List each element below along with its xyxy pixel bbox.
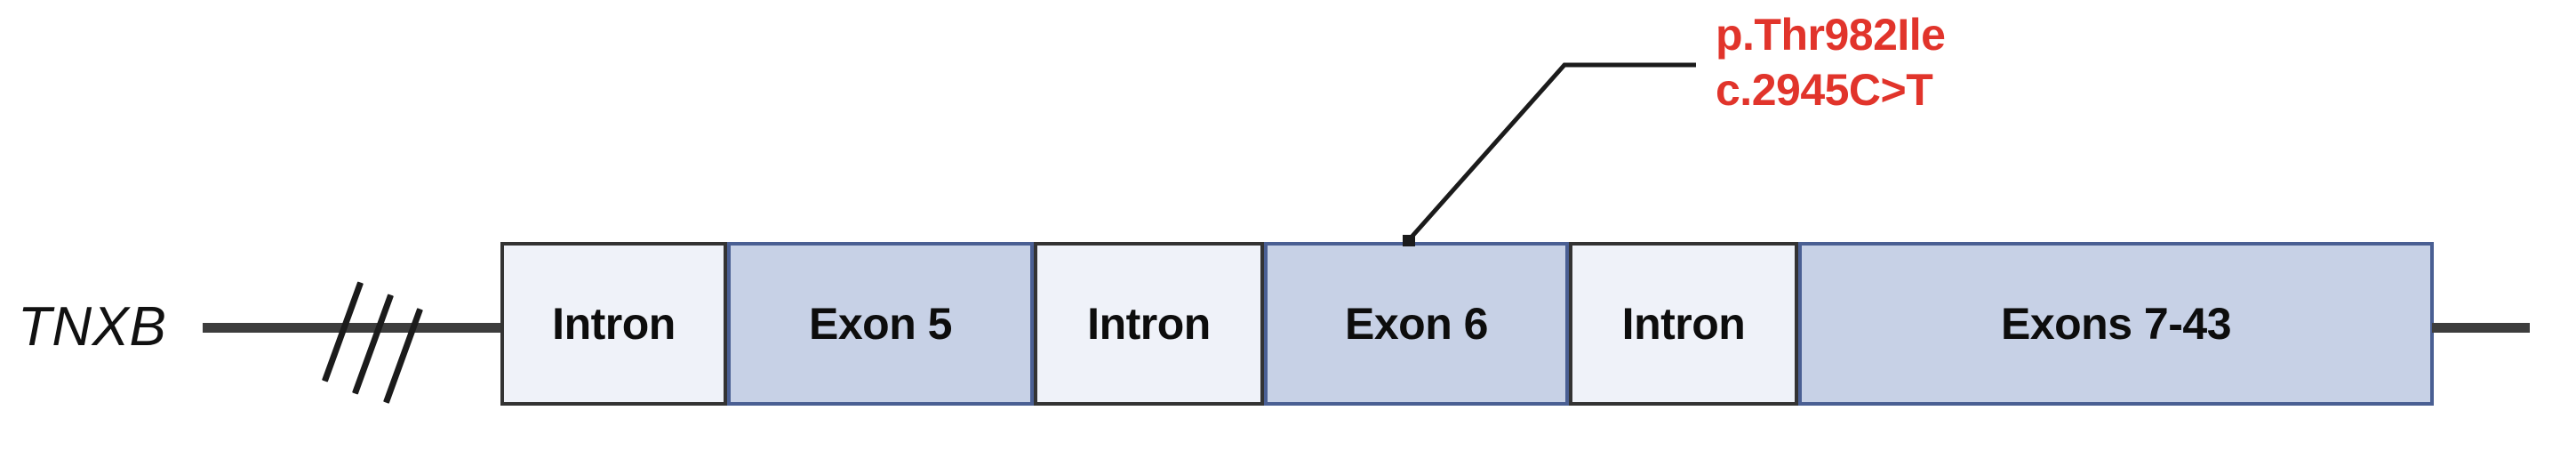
segment-label: Exon 5	[809, 299, 952, 349]
variant-protein-change: p.Thr982Ile	[1716, 10, 1946, 60]
gene-break-marks-icon	[320, 267, 436, 404]
segment-exons-7-43[interactable]: Exons 7-43	[1798, 242, 2434, 406]
gene-name-label: TNXB	[18, 296, 167, 358]
segment-label: Intron	[1087, 299, 1211, 349]
segment-label: Intron	[1621, 299, 1746, 349]
break-slash-1	[322, 281, 364, 382]
backbone-line-right	[2432, 323, 2530, 333]
break-slash-3	[383, 308, 423, 404]
segment-intron-5[interactable]: Intron	[1034, 242, 1264, 406]
break-slash-2	[352, 294, 394, 395]
segment-label: Exons 7-43	[2000, 299, 2232, 349]
variant-coding-change: c.2945C>T	[1716, 65, 1933, 115]
segment-exon-5[interactable]: Exon 5	[727, 242, 1034, 406]
segment-label: Intron	[552, 299, 676, 349]
segment-exon-6[interactable]: Exon 6	[1264, 242, 1569, 406]
segment-intron-6[interactable]: Intron	[1569, 242, 1798, 406]
segment-intron-4[interactable]: Intron	[500, 242, 727, 406]
segment-label: Exon 6	[1345, 299, 1488, 349]
exon-intron-track: Intron Exon 5 Intron Exon 6 Intron Exons…	[500, 242, 2434, 406]
backbone-line-left	[203, 323, 502, 333]
variant-annotation: p.Thr982Ile c.2945C>T	[1716, 7, 2178, 117]
